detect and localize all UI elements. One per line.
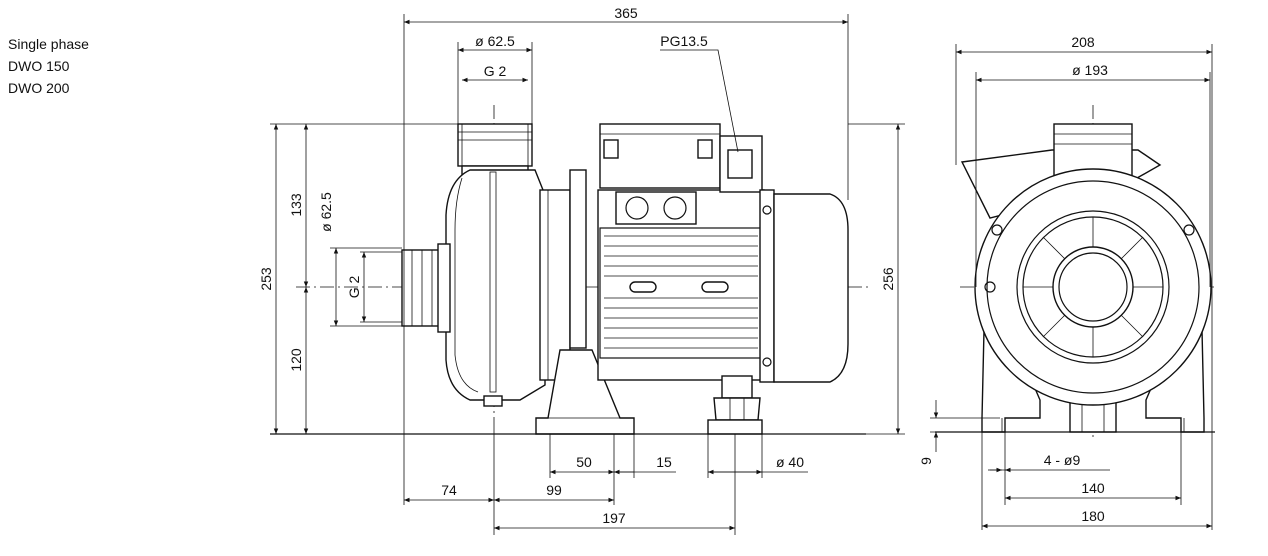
label-foot-width: 15 [656,454,672,470]
label-inlet-offset: 74 [441,482,457,498]
label-hole-spacing: 140 [1081,480,1105,496]
label-end-width: 208 [1071,34,1095,50]
label-support-diameter: ø 40 [776,454,804,470]
inlet-flange [1016,210,1170,364]
fan-cover [773,193,849,383]
caption-line-phase: Single phase [8,36,89,52]
label-outlet-diameter: ø 62.5 [475,33,515,49]
inlet-ribs [1023,217,1163,357]
label-outlet-to-foot: 99 [546,482,562,498]
pump-end-view [935,105,1215,440]
model-caption: Single phase DWO 150 DWO 200 [8,33,89,99]
label-inlet-diameter: ø 62.5 [318,192,334,232]
label-overall-length: 365 [614,5,638,21]
motor-body [597,123,775,383]
label-holes: 4 - ø9 [1044,452,1081,468]
rear-support [707,375,763,435]
label-height-total: 253 [258,267,274,291]
caption-line-model-1: DWO 150 [8,58,70,74]
inlet-nozzle [401,243,451,333]
caption-line-model-2: DWO 200 [8,80,70,96]
label-inlet-thread: G 2 [346,276,362,299]
label-height-top: 133 [288,193,304,217]
label-casing-diameter: ø 193 [1072,62,1108,78]
label-motor-height: 256 [880,267,896,291]
end-view-dimensions: 208 ø 193 9 4 - ø9 140 180 [918,34,1213,530]
pump-side-view [270,105,870,435]
outlet-nozzle [457,123,533,179]
side-view-dimensions: 365 ø 62.5 G 2 PG13.5 253 133 120 ø 62.5… [258,5,905,535]
casing-inner [986,180,1200,394]
label-foot-spacing: 50 [576,454,592,470]
label-base-width: 180 [1081,508,1105,524]
label-outlet-thread: G 2 [484,63,507,79]
label-outlet-to-support: 197 [602,510,626,526]
pump-volute [445,169,587,407]
label-cable-gland: PG13.5 [660,33,708,49]
label-height-bottom: 120 [288,348,304,372]
leader-cable-gland [660,49,739,153]
label-foot-thickness: 9 [918,457,934,465]
